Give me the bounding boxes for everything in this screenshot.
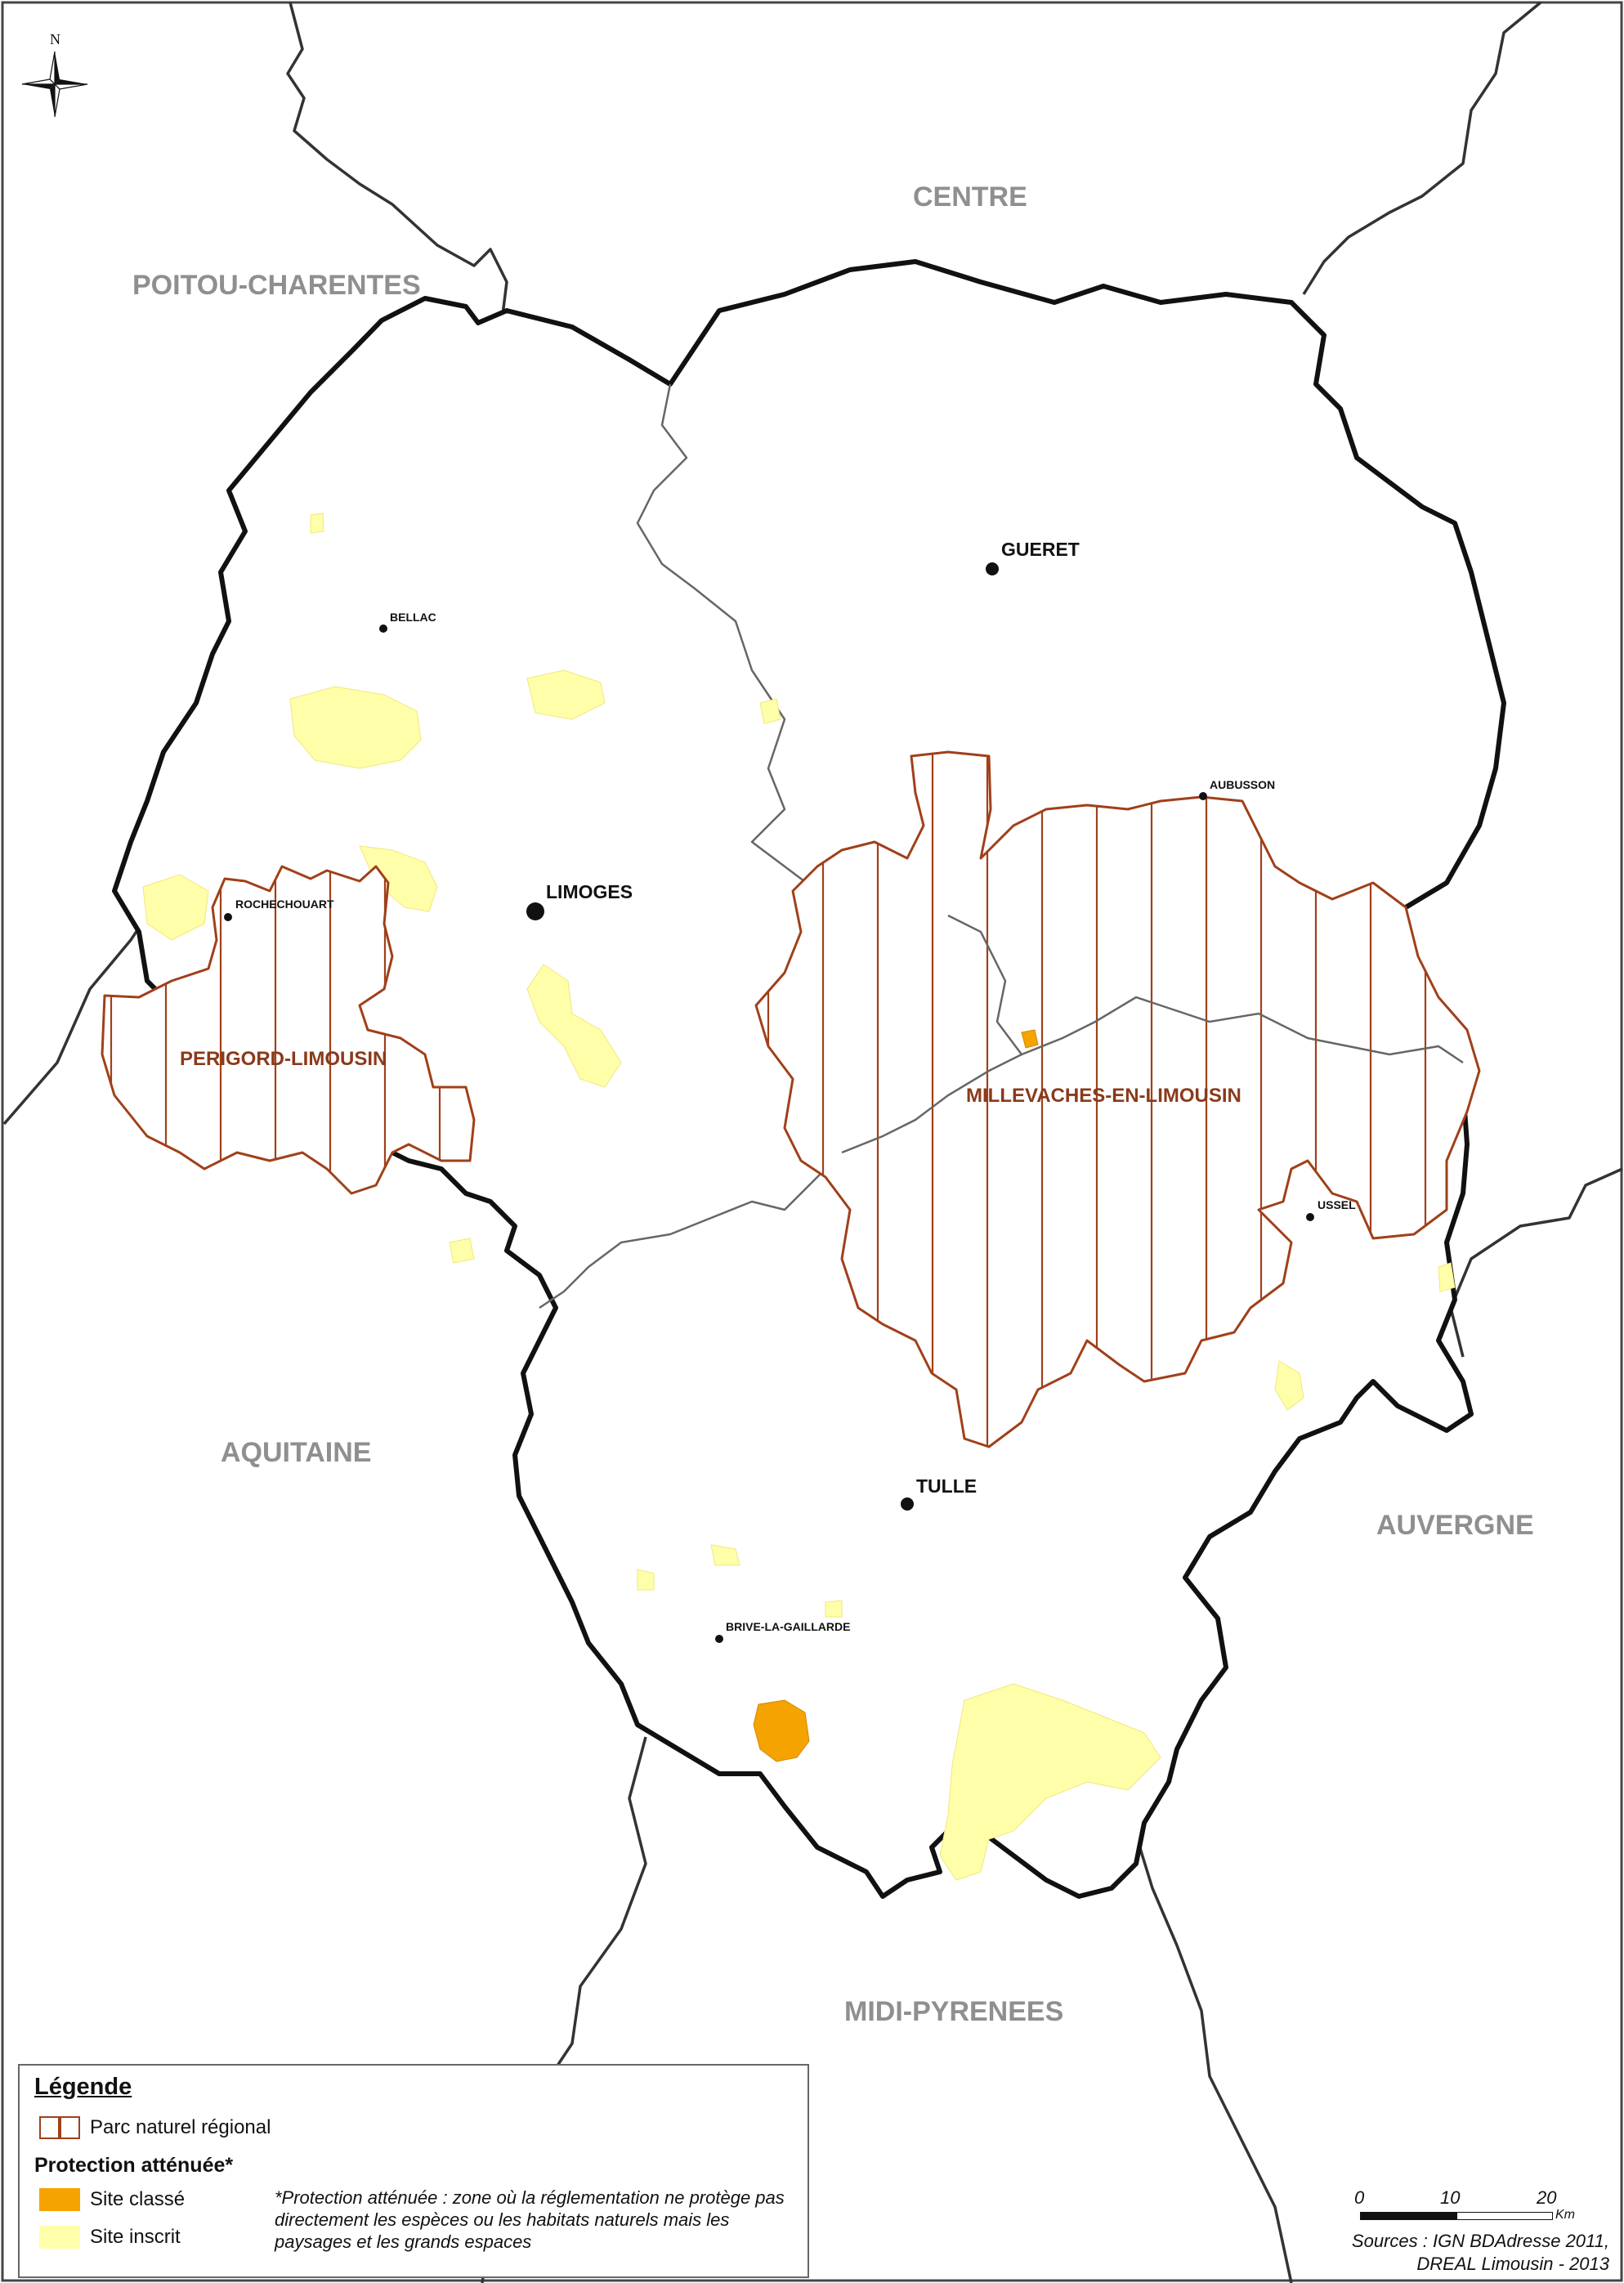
scale-unit: Km	[1555, 2208, 1575, 2222]
sources-line-2: DREAL Limousin - 2013	[1416, 2254, 1609, 2274]
city-marker-ussel	[1306, 1213, 1314, 1221]
city-marker-bellac	[379, 624, 387, 633]
city-label-limoges: LIMOGES	[546, 881, 633, 902]
parc-label-perigord-limousin: PERIGORD-LIMOUSIN	[180, 1048, 387, 1070]
region-label-poitou-charentes: POITOU-CHARENTES	[132, 270, 421, 301]
city-label-tulle: TULLE	[916, 1475, 977, 1497]
scale-bar: 0 10 20 Km	[1349, 2187, 1575, 2228]
legend-label-site-classe: Site classé	[90, 2188, 186, 2210]
parc-label-millevaches: MILLEVACHES-EN-LIMOUSIN	[966, 1085, 1241, 1107]
legend-swatch-parc	[39, 2116, 80, 2139]
city-label-aubusson: AUBUSSON	[1210, 778, 1275, 791]
parc-millevaches	[754, 750, 1481, 1448]
site-inscrit-patches	[142, 513, 1456, 1881]
legend-note: *Protection atténuée : zone où la réglem…	[275, 2187, 785, 2252]
sources-note: Sources : IGN BDAdresse 2011, DREAL Limo…	[1352, 2230, 1609, 2276]
city-marker-brive	[715, 1635, 723, 1643]
city-marker-limoges	[526, 902, 544, 920]
north-arrow-icon	[21, 51, 88, 118]
legend-label-site-inscrit: Site inscrit	[90, 2226, 181, 2248]
department-boundary-overlay	[947, 914, 1464, 1064]
scale-tick-0: 0	[1354, 2187, 1365, 2208]
city-label-gueret: GUERET	[1001, 539, 1080, 560]
site-classe-south	[753, 1699, 810, 1762]
sources-line-1: Sources : IGN BDAdresse 2011,	[1351, 2231, 1609, 2251]
city-label-brive: BRIVE-LA-GAILLARDE	[726, 1620, 850, 1633]
scale-segment-1	[1360, 2212, 1456, 2220]
legend-section-protection: Protection atténuée*	[34, 2154, 234, 2177]
legend-swatch-site-inscrit	[39, 2226, 80, 2249]
parc-perigord-limousin	[101, 865, 476, 1195]
site-classe-patches	[753, 1029, 1039, 1762]
department-boundary-overlay-2	[841, 1053, 1022, 1154]
region-label-midi-pyrenees: MIDI-PYRENEES	[844, 1996, 1063, 2027]
region-label-auvergne: AUVERGNE	[1376, 1510, 1534, 1541]
north-label: N	[50, 31, 60, 47]
region-label-aquitaine: AQUITAINE	[221, 1437, 371, 1468]
city-label-ussel: USSEL	[1318, 1198, 1356, 1211]
scale-segment-2	[1456, 2212, 1553, 2220]
legend-title: Légende	[34, 2074, 132, 2100]
city-marker-gueret	[986, 562, 999, 575]
legend-swatch-site-classe	[39, 2188, 80, 2211]
city-marker-aubusson	[1199, 792, 1207, 800]
region-label-centre: CENTRE	[913, 181, 1027, 213]
legend-box: Légende Parc naturel régional Protection…	[18, 2064, 809, 2278]
city-label-rochechouart: ROCHECHOUART	[235, 898, 334, 911]
legend-label-parc: Parc naturel régional	[90, 2116, 271, 2138]
scale-tick-20: 20	[1537, 2187, 1557, 2208]
site-classe-north	[1021, 1029, 1039, 1049]
city-label-bellac: BELLAC	[390, 611, 436, 624]
city-marker-tulle	[901, 1497, 914, 1511]
scale-tick-10: 10	[1440, 2187, 1461, 2208]
city-marker-rochechouart	[224, 913, 232, 921]
